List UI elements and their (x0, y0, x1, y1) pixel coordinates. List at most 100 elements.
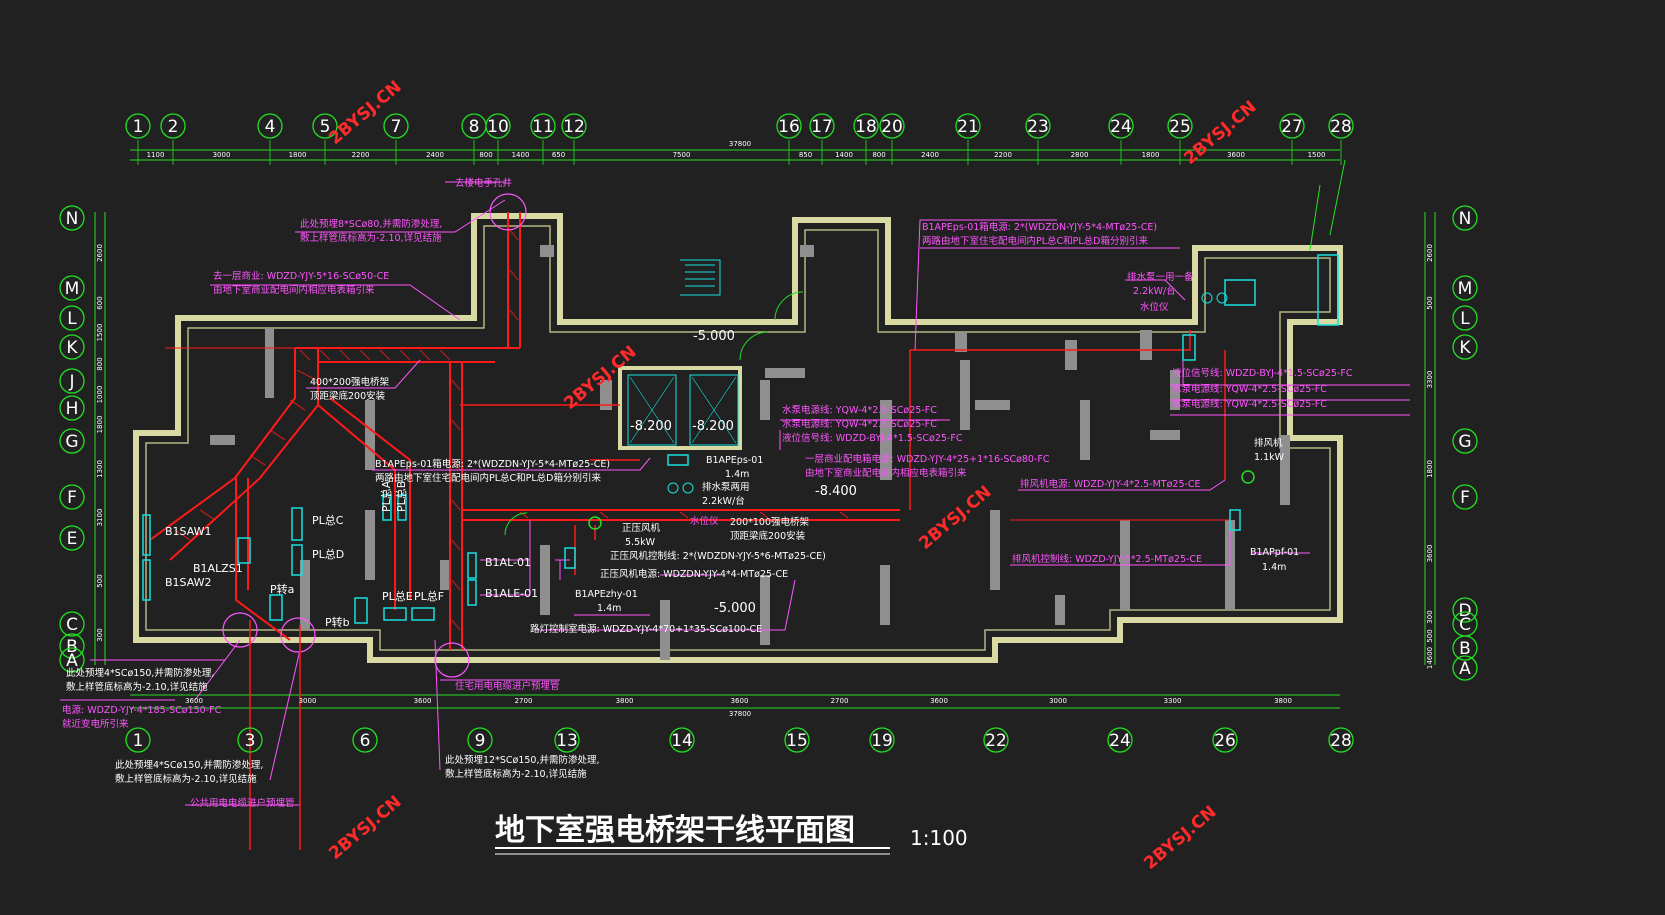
dimension-lines (94, 149, 1436, 709)
axis-label: C (1459, 615, 1471, 635)
annotation: B1APEps-01箱电源: 2*(WDZDN-YJY-5*4-MTø25-CE… (375, 458, 610, 470)
axis-label: J (68, 372, 74, 392)
annotation: 由地下室商业配电间内相应电表箱引来 (805, 467, 967, 479)
bottom-axis-14: 14 (669, 727, 695, 753)
axis-label: 18 (855, 117, 877, 137)
annotation: 400*200强电桥架 (310, 376, 390, 388)
watermark: 2BYSJ.CN (915, 482, 995, 554)
watermark: 2BYSJ.CN (1180, 97, 1260, 169)
left-axis-H: H (59, 395, 85, 421)
pump-symbols (667, 292, 1228, 494)
dimension-value: 1500 (96, 324, 104, 342)
right-axis-B: B (1452, 635, 1478, 661)
panel-label: PL总F (414, 589, 444, 603)
axis-label: 20 (881, 117, 903, 137)
annotation: B1APEps-01 (706, 455, 763, 466)
annotation: 敷上样管底标高为-2.10,详见结施 (115, 773, 257, 785)
axis-label: G (65, 432, 78, 452)
top-axis-25: 25 (1167, 113, 1193, 139)
axis-label: M (1458, 279, 1473, 299)
panel-label: B1ALZS1 (193, 562, 243, 575)
title-text: 地下室强电桥架干线平面图 (495, 813, 855, 848)
dimension-value: 37800 (729, 710, 751, 718)
axis-label: K (66, 338, 78, 358)
annotation: 此处预埋4*SCø150,并需防渗处理, (115, 759, 263, 771)
bottom-axis-15: 15 (784, 727, 810, 753)
left-axis-J: J (59, 368, 85, 394)
bottom-axis-26: 26 (1212, 727, 1238, 753)
annotation: 敷上样管底标高为-2.10,详见结施 (66, 681, 208, 693)
axis-label: N (66, 209, 79, 229)
dimension-value: 14600 (1426, 647, 1434, 669)
annotation: 去楼电手孔井 (455, 177, 512, 189)
dimension-value: 1400 (512, 151, 530, 159)
dimension-value: 3000 (1049, 697, 1067, 705)
dimension-value: 37800 (729, 140, 751, 148)
dimension-value: 3000 (213, 151, 231, 159)
equipment-panels (142, 254, 1339, 624)
dimension-value: 800 (872, 151, 885, 159)
annotation: 水泵电源线: YQW-4*2.5-SCø25-FC (1172, 383, 1327, 395)
dimension-value: 2700 (831, 697, 849, 705)
axis-label: 27 (1281, 117, 1303, 137)
axis-label: N (1459, 209, 1472, 229)
bottom-axis-24: 24 (1107, 727, 1133, 753)
annotation: 正压风机 (622, 522, 661, 534)
axis-label: 10 (487, 117, 509, 137)
dimension-value: 850 (799, 151, 812, 159)
annotation: 去一层商业: WDZD-YJY-5*16-SCø50-CE (213, 270, 389, 282)
dimension-value: 2200 (352, 151, 370, 159)
dimension-value: 2400 (426, 151, 444, 159)
top-axis-24: 24 (1108, 113, 1134, 139)
wall-inner-outline (145, 225, 1331, 651)
annotation: 2.2kW/台 (1133, 285, 1176, 297)
annotation: B1APEps-01箱电源: 2*(WDZDN-YJY-5*4-MTø25-CE… (922, 221, 1157, 233)
annotation: 两路由地下室住宅配电间内PL总C和PL总D箱分别引来 (375, 472, 601, 484)
dimension-value: 3600 (1426, 545, 1434, 563)
panel-label: PL总B (394, 481, 408, 512)
left-axis-N: N (59, 205, 85, 231)
annotation: 正压风机控制线: 2*(WDZDN-YJY-5*6-MTø25-CE) (610, 550, 826, 562)
level-marks: -5.000 -8.200 -8.200 -8.400 -5.000 (630, 329, 857, 616)
axis-label: 1 (133, 731, 144, 751)
annotation: 水位仪 (1140, 301, 1169, 313)
left-axis-C: C (59, 611, 85, 637)
building-walls (133, 213, 1343, 663)
annotation: 住宅用电电缆进户预埋管 (455, 680, 560, 692)
axis-label: F (1460, 488, 1470, 508)
dimension-value: 2800 (1071, 151, 1089, 159)
dimension-value: 1000 (96, 386, 104, 404)
axis-label: 2 (168, 117, 179, 137)
annotation: 5.5kW (625, 537, 656, 548)
axis-label: 23 (1027, 117, 1049, 137)
bottom-axis-28: 28 (1328, 727, 1354, 753)
panel-label: P转a (270, 582, 294, 596)
dimension-value: 500 (1426, 629, 1434, 642)
bottom-axis-22: 22 (983, 727, 1009, 753)
annotation: 1.4m (725, 469, 749, 480)
annotation: 由地下室商业配电间内相应电表箱引来 (213, 284, 375, 296)
annotation: 液位信号线: WDZD-BYJ-4*1.5-SCø25-FC (1172, 367, 1353, 379)
dimension-value: 7500 (673, 151, 691, 159)
axis-label: 16 (778, 117, 800, 137)
dimension-value: 2400 (921, 151, 939, 159)
watermark: 2BYSJ.CN (325, 792, 405, 864)
top-axis-10: 10 (485, 113, 511, 139)
annotation: 电源: WDZD-YJY-4*185-SCø150-FC (62, 704, 222, 716)
dimension-value: 600 (96, 296, 104, 309)
dimension-value: 2600 (1426, 244, 1434, 262)
dimension-value: 3600 (731, 697, 749, 705)
dimension-value: 1300 (96, 460, 104, 478)
annotation: 1.4m (597, 603, 621, 614)
dimension-value: 1100 (147, 151, 165, 159)
axis-label: 11 (532, 117, 554, 137)
top-axis-7: 7 (383, 113, 409, 139)
cable-tray-hatch (174, 229, 849, 631)
dimension-value: 3100 (96, 509, 104, 527)
dimension-value: 1800 (1142, 151, 1160, 159)
axis-label: 25 (1169, 117, 1191, 137)
cable-trays (149, 212, 1230, 650)
level-mark: -8.200 (630, 419, 672, 434)
